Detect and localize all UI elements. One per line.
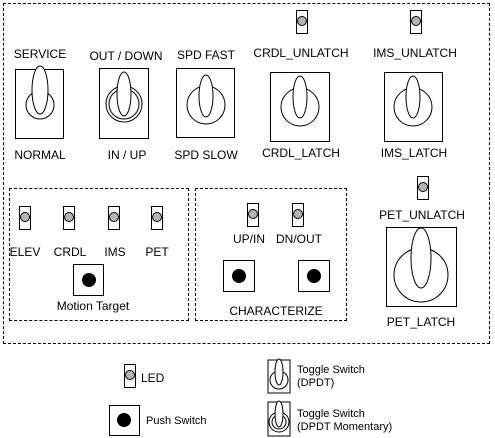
control-panel-border [3, 3, 490, 344]
in-up-label: IN / UP [107, 148, 147, 162]
motion-target-label: Motion Target [56, 299, 130, 313]
crdl-status-led [63, 206, 75, 230]
legend-toggle-mom-label-2: (DPDT Momentary) [297, 421, 393, 433]
crdl-latch-label: CRDL_LATCH [262, 146, 340, 160]
pet-status-led [151, 206, 163, 230]
push-button-dot [307, 269, 321, 283]
pet-led-indicator [417, 176, 429, 200]
characterize-panel-border [195, 188, 347, 321]
legend-push-symbol [109, 405, 140, 436]
pet-status-label: PET [145, 245, 169, 259]
spd-fast-label: SPD FAST [176, 48, 236, 62]
characterize-button-2[interactable] [298, 260, 330, 292]
up-in-label: UP/IN [232, 232, 266, 246]
dn-out-led [292, 203, 304, 227]
dn-out-label: DN/OUT [276, 232, 322, 246]
elev-led [19, 206, 31, 230]
crdl-status-label: CRDL [53, 245, 87, 259]
pet-latch-label: PET_LATCH [386, 315, 456, 329]
push-button-dot [82, 273, 96, 287]
service-label: SERVICE [13, 47, 67, 61]
push-button-dot [117, 413, 131, 427]
crdl-unlatch-label: CRDL_UNLATCH [253, 46, 349, 60]
legend-toggle-label-1: Toggle Switch [297, 364, 365, 376]
spd-slow-label: SPD SLOW [174, 148, 238, 162]
elev-label: ELEV [9, 245, 41, 259]
legend-led-symbol [124, 364, 136, 388]
ims-led-indicator [410, 10, 422, 34]
status-panel-border [9, 188, 189, 321]
legend-led-label: LED [141, 371, 165, 385]
legend-push-label: Push Switch [146, 415, 207, 427]
legend-toggle-label-2: (DPDT) [297, 377, 335, 389]
ims-latch-label: IMS_LATCH [380, 146, 448, 160]
up-in-led [247, 203, 259, 227]
ims-status-led [108, 206, 120, 230]
push-button-dot [232, 269, 246, 283]
ims-status-label: IMS [104, 245, 126, 259]
motion-target-button[interactable] [73, 264, 104, 296]
normal-label: NORMAL [14, 148, 66, 162]
crdl-led-indicator [296, 10, 308, 34]
characterize-label: CHARACTERIZE [229, 304, 323, 318]
legend-toggle-mom-label-1: Toggle Switch [297, 408, 365, 420]
characterize-button-1[interactable] [223, 260, 255, 292]
out-down-label: OUT / DOWN [89, 49, 163, 63]
ims-unlatch-label: IMS_UNLATCH [373, 46, 457, 60]
pet-unlatch-label: PET_UNLATCH [379, 208, 465, 222]
